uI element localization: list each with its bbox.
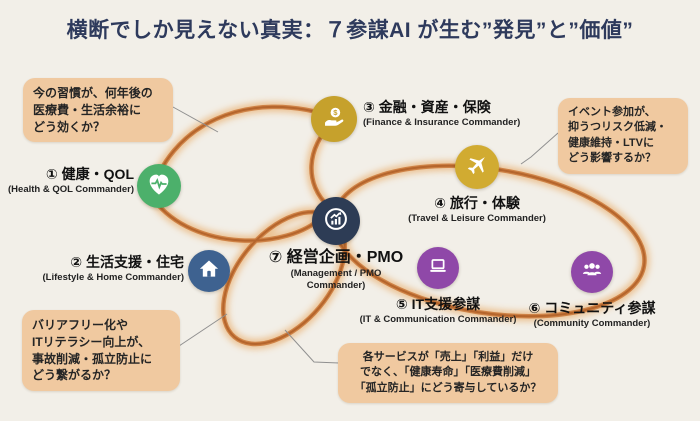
node-travel-leisure <box>455 145 499 189</box>
laptop-icon <box>425 253 451 284</box>
node-lifestyle-home <box>188 250 230 292</box>
callout-event-question: イベント参加が、 抑うつリスク低減・ 健康維持・LTVに どう影響するか？ <box>558 98 688 174</box>
svg-text:$: $ <box>333 108 338 117</box>
label-management-pmo: ⑦ 経営企画・PMO (Management / PMO Commander) <box>268 249 404 291</box>
label-travel-leisure: ④ 旅行・体験 (Travel & Leisure Commander) <box>408 195 546 224</box>
label-it-support: ⑤ IT支援参謀 (IT & Communication Commander) <box>359 296 517 325</box>
node-it-support <box>417 247 459 289</box>
people-icon <box>579 257 605 288</box>
label-community: ⑥ コミュニティ参謀 (Community Commander) <box>528 300 656 329</box>
label-finance-insurance: ③ 金融・資産・保険 (Finance & Insurance Commande… <box>363 99 521 128</box>
node-health-qol <box>137 164 181 208</box>
page-title: 横断でしか見えない真実：７参謀AI が生む”発見”と”価値” <box>66 19 634 42</box>
node-finance-insurance: $ <box>311 96 357 142</box>
callout-health-question: 今の習慣が、何年後の 医療費・生活余裕に どう効くか？ <box>23 78 173 143</box>
home-icon <box>196 256 222 287</box>
trend-chart-icon <box>320 203 352 240</box>
label-lifestyle-home: ② 生活支援・住宅 (Lifestyle & Home Commander) <box>42 254 184 283</box>
label-health-qol: ① 健康・QOL (Health & QOL Commander) <box>8 166 134 195</box>
hand-coin-icon: $ <box>320 103 348 136</box>
node-community <box>571 251 613 293</box>
callout-service-contribution-question: 各サービスが「売上」「利益」だけ でなく、「健康寿命」「医療費削減」 「孤立防止… <box>338 343 558 404</box>
callout-barrierfree-question: バリアフリー化や ITリテラシー向上が、 事故削減・孤立防止に どう繋がるか？ <box>22 310 180 392</box>
heart-pulse-icon <box>145 170 173 203</box>
airplane-icon <box>463 151 491 184</box>
callout-connector-lines <box>172 106 559 364</box>
node-management-pmo <box>312 197 360 245</box>
